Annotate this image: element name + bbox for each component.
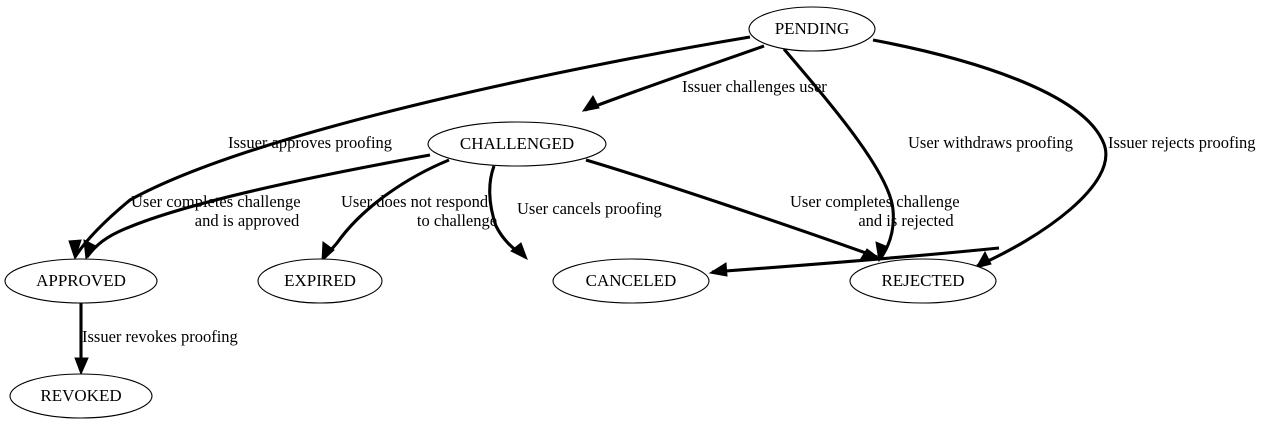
- edge-label-pending-challenged: Issuer challenges user: [682, 77, 827, 96]
- edge-pending-canceled: [708, 246, 1000, 277]
- node-label: REVOKED: [40, 386, 121, 405]
- node-shape[interactable]: [748, 6, 876, 52]
- edge-label-pending-approved: Issuer approves proofing: [228, 133, 392, 152]
- edge-label-line: to challenge: [417, 211, 497, 230]
- node-shape[interactable]: [257, 258, 383, 304]
- edges-layer: [68, 35, 1108, 376]
- edge-label-line: User withdraws proofing: [908, 133, 1073, 152]
- node-label: PENDING: [775, 19, 850, 38]
- node-label: REJECTED: [881, 271, 964, 290]
- edge-approved-revoked: [74, 303, 89, 376]
- edge-challenged-expired: [321, 158, 450, 263]
- edge-line: [585, 158, 878, 259]
- edge-label-line: Issuer approves proofing: [228, 133, 392, 152]
- node-challenged[interactable]: CHALLENGED: [427, 121, 607, 167]
- arrowhead-icon: [510, 242, 528, 261]
- edge-challenged-rejected: [585, 158, 881, 261]
- arrowhead-icon: [83, 239, 97, 261]
- node-pending[interactable]: PENDING: [748, 6, 876, 52]
- edge-line: [85, 153, 431, 258]
- edge-line: [711, 246, 1000, 274]
- edge-line: [872, 38, 1108, 268]
- edge-labels-layer: Issuer approves proofing Issuer challenge…: [82, 77, 1256, 346]
- node-label: EXPIRED: [284, 271, 356, 290]
- edge-label-line: User does not respond: [341, 192, 489, 211]
- arrowhead-icon: [68, 239, 82, 261]
- edge-label-line: User completes challenge: [790, 192, 960, 211]
- edge-pending-challenged: [581, 44, 765, 112]
- edge-label-line: and is approved: [195, 211, 300, 230]
- edge-label-challenged-canceled: User cancels proofing: [517, 199, 662, 218]
- edge-label-line: User cancels proofing: [517, 199, 662, 218]
- arrowhead-icon: [859, 248, 881, 261]
- node-shape[interactable]: [4, 258, 158, 304]
- node-expired[interactable]: EXPIRED: [257, 258, 383, 304]
- node-shape[interactable]: [552, 258, 710, 304]
- arrowhead-icon: [875, 241, 889, 263]
- edge-line: [73, 35, 751, 258]
- edge-line: [782, 48, 895, 260]
- nodes-layer: PENDING CHALLENGED APPROVED EXPIRED CANCELED…: [4, 6, 997, 419]
- node-canceled[interactable]: CANCELED: [552, 258, 710, 304]
- arrowhead-icon: [581, 95, 600, 112]
- node-shape[interactable]: [427, 121, 607, 167]
- arrowhead-icon: [321, 241, 335, 263]
- edge-label-line: and is rejected: [858, 211, 954, 230]
- node-label: CHALLENGED: [460, 134, 574, 153]
- node-label: APPROVED: [36, 271, 126, 290]
- node-rejected[interactable]: REJECTED: [849, 258, 997, 304]
- edge-label-line: Issuer rejects proofing: [1108, 133, 1256, 152]
- arrowhead-icon: [708, 262, 728, 277]
- edge-label-pending-rejected-reject: Issuer rejects proofing: [1108, 133, 1256, 152]
- edge-label-approved-revoked: Issuer revokes proofing: [82, 327, 238, 346]
- edge-challenged-canceled: [488, 165, 528, 261]
- edge-pending-rejected-reject: [872, 38, 1108, 269]
- edge-pending-rejected-withdraw: [782, 48, 895, 263]
- edge-label-pending-rejected-withdraw: User withdraws proofing: [908, 133, 1073, 152]
- node-approved[interactable]: APPROVED: [4, 258, 158, 304]
- arrowhead-icon: [974, 250, 992, 269]
- node-shape[interactable]: [849, 258, 997, 304]
- node-shape[interactable]: [9, 373, 153, 419]
- node-label: CANCELED: [586, 271, 677, 290]
- edge-challenged-approved: [83, 153, 431, 261]
- edge-line: [584, 44, 765, 112]
- node-revoked[interactable]: REVOKED: [9, 373, 153, 419]
- edge-label-line: User completes challenge: [131, 192, 301, 211]
- edge-label-line: Issuer challenges user: [682, 77, 827, 96]
- arrowhead-icon: [74, 357, 89, 376]
- edge-pending-approved: [68, 35, 751, 261]
- edge-label-line: Issuer revokes proofing: [82, 327, 238, 346]
